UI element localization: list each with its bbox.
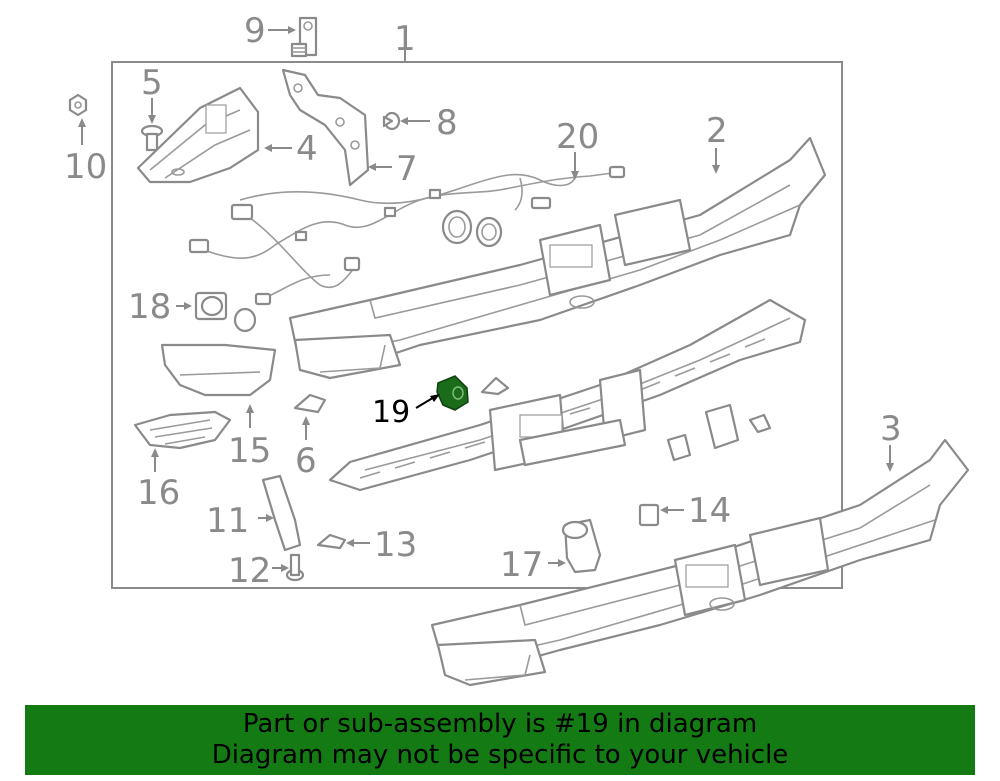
callout-4: 4 [296,129,318,169]
banner-line-1: Part or sub-assembly is #19 in diagram [242,709,758,739]
part-14-clip[interactable] [638,503,660,527]
banner-line-2: Diagram may not be specific to your vehi… [211,740,789,770]
part-10-nut[interactable] [68,93,88,117]
part-4-bracket[interactable] [136,86,260,184]
callout-11: 11 [206,501,249,541]
parts-diagram: 1 2 3 4 5 6 7 8 9 10 11 12 13 14 15 16 1… [64,11,970,687]
part-6-clip[interactable] [293,393,327,414]
part-7-bracket[interactable] [281,68,370,187]
part-2-bumper-face-bar[interactable] [288,136,827,380]
grommet-pair [441,209,503,248]
callout-14: 14 [688,491,731,531]
callout-5: 5 [141,63,163,103]
callout-2: 2 [706,111,728,151]
part-11-trim[interactable] [261,474,302,552]
callout-7: 7 [396,149,418,189]
callout-10: 10 [64,147,107,187]
part-8-bolt[interactable] [382,111,401,131]
small-bracket [480,376,510,396]
callout-16: 16 [137,473,180,513]
step-pad-assembly[interactable] [328,298,807,492]
notice-banner: Part or sub-assembly is #19 in diagram D… [25,705,975,775]
assembly-box [111,61,843,589]
callout-12: 12 [228,551,271,591]
callout-3: 3 [880,409,902,449]
part-16-grille-insert[interactable] [133,410,232,450]
part-5-bolt[interactable] [140,124,164,152]
callout-8: 8 [436,103,458,143]
part-19-highlighted[interactable] [436,375,469,411]
callout-15: 15 [228,431,271,471]
part-3-bumper-assembly[interactable] [430,438,970,687]
callout-1: 1 [394,19,416,59]
callout-20: 20 [556,117,599,157]
callout-9: 9 [244,11,266,51]
part-12-screw[interactable] [285,553,305,582]
part-15-lamp-cover[interactable] [160,343,277,397]
callout-19: 19 [372,395,410,430]
part-17-grommet[interactable] [561,518,602,574]
part-13-clip[interactable] [316,533,347,550]
part-18-sensor[interactable] [194,291,228,321]
part-9-bolt-bracket[interactable] [290,16,318,58]
callout-18: 18 [128,287,171,327]
connector-module [666,403,772,462]
sensor-ring [233,307,257,333]
callout-6: 6 [295,441,317,481]
callout-17: 17 [500,545,543,585]
callout-13: 13 [374,525,417,565]
